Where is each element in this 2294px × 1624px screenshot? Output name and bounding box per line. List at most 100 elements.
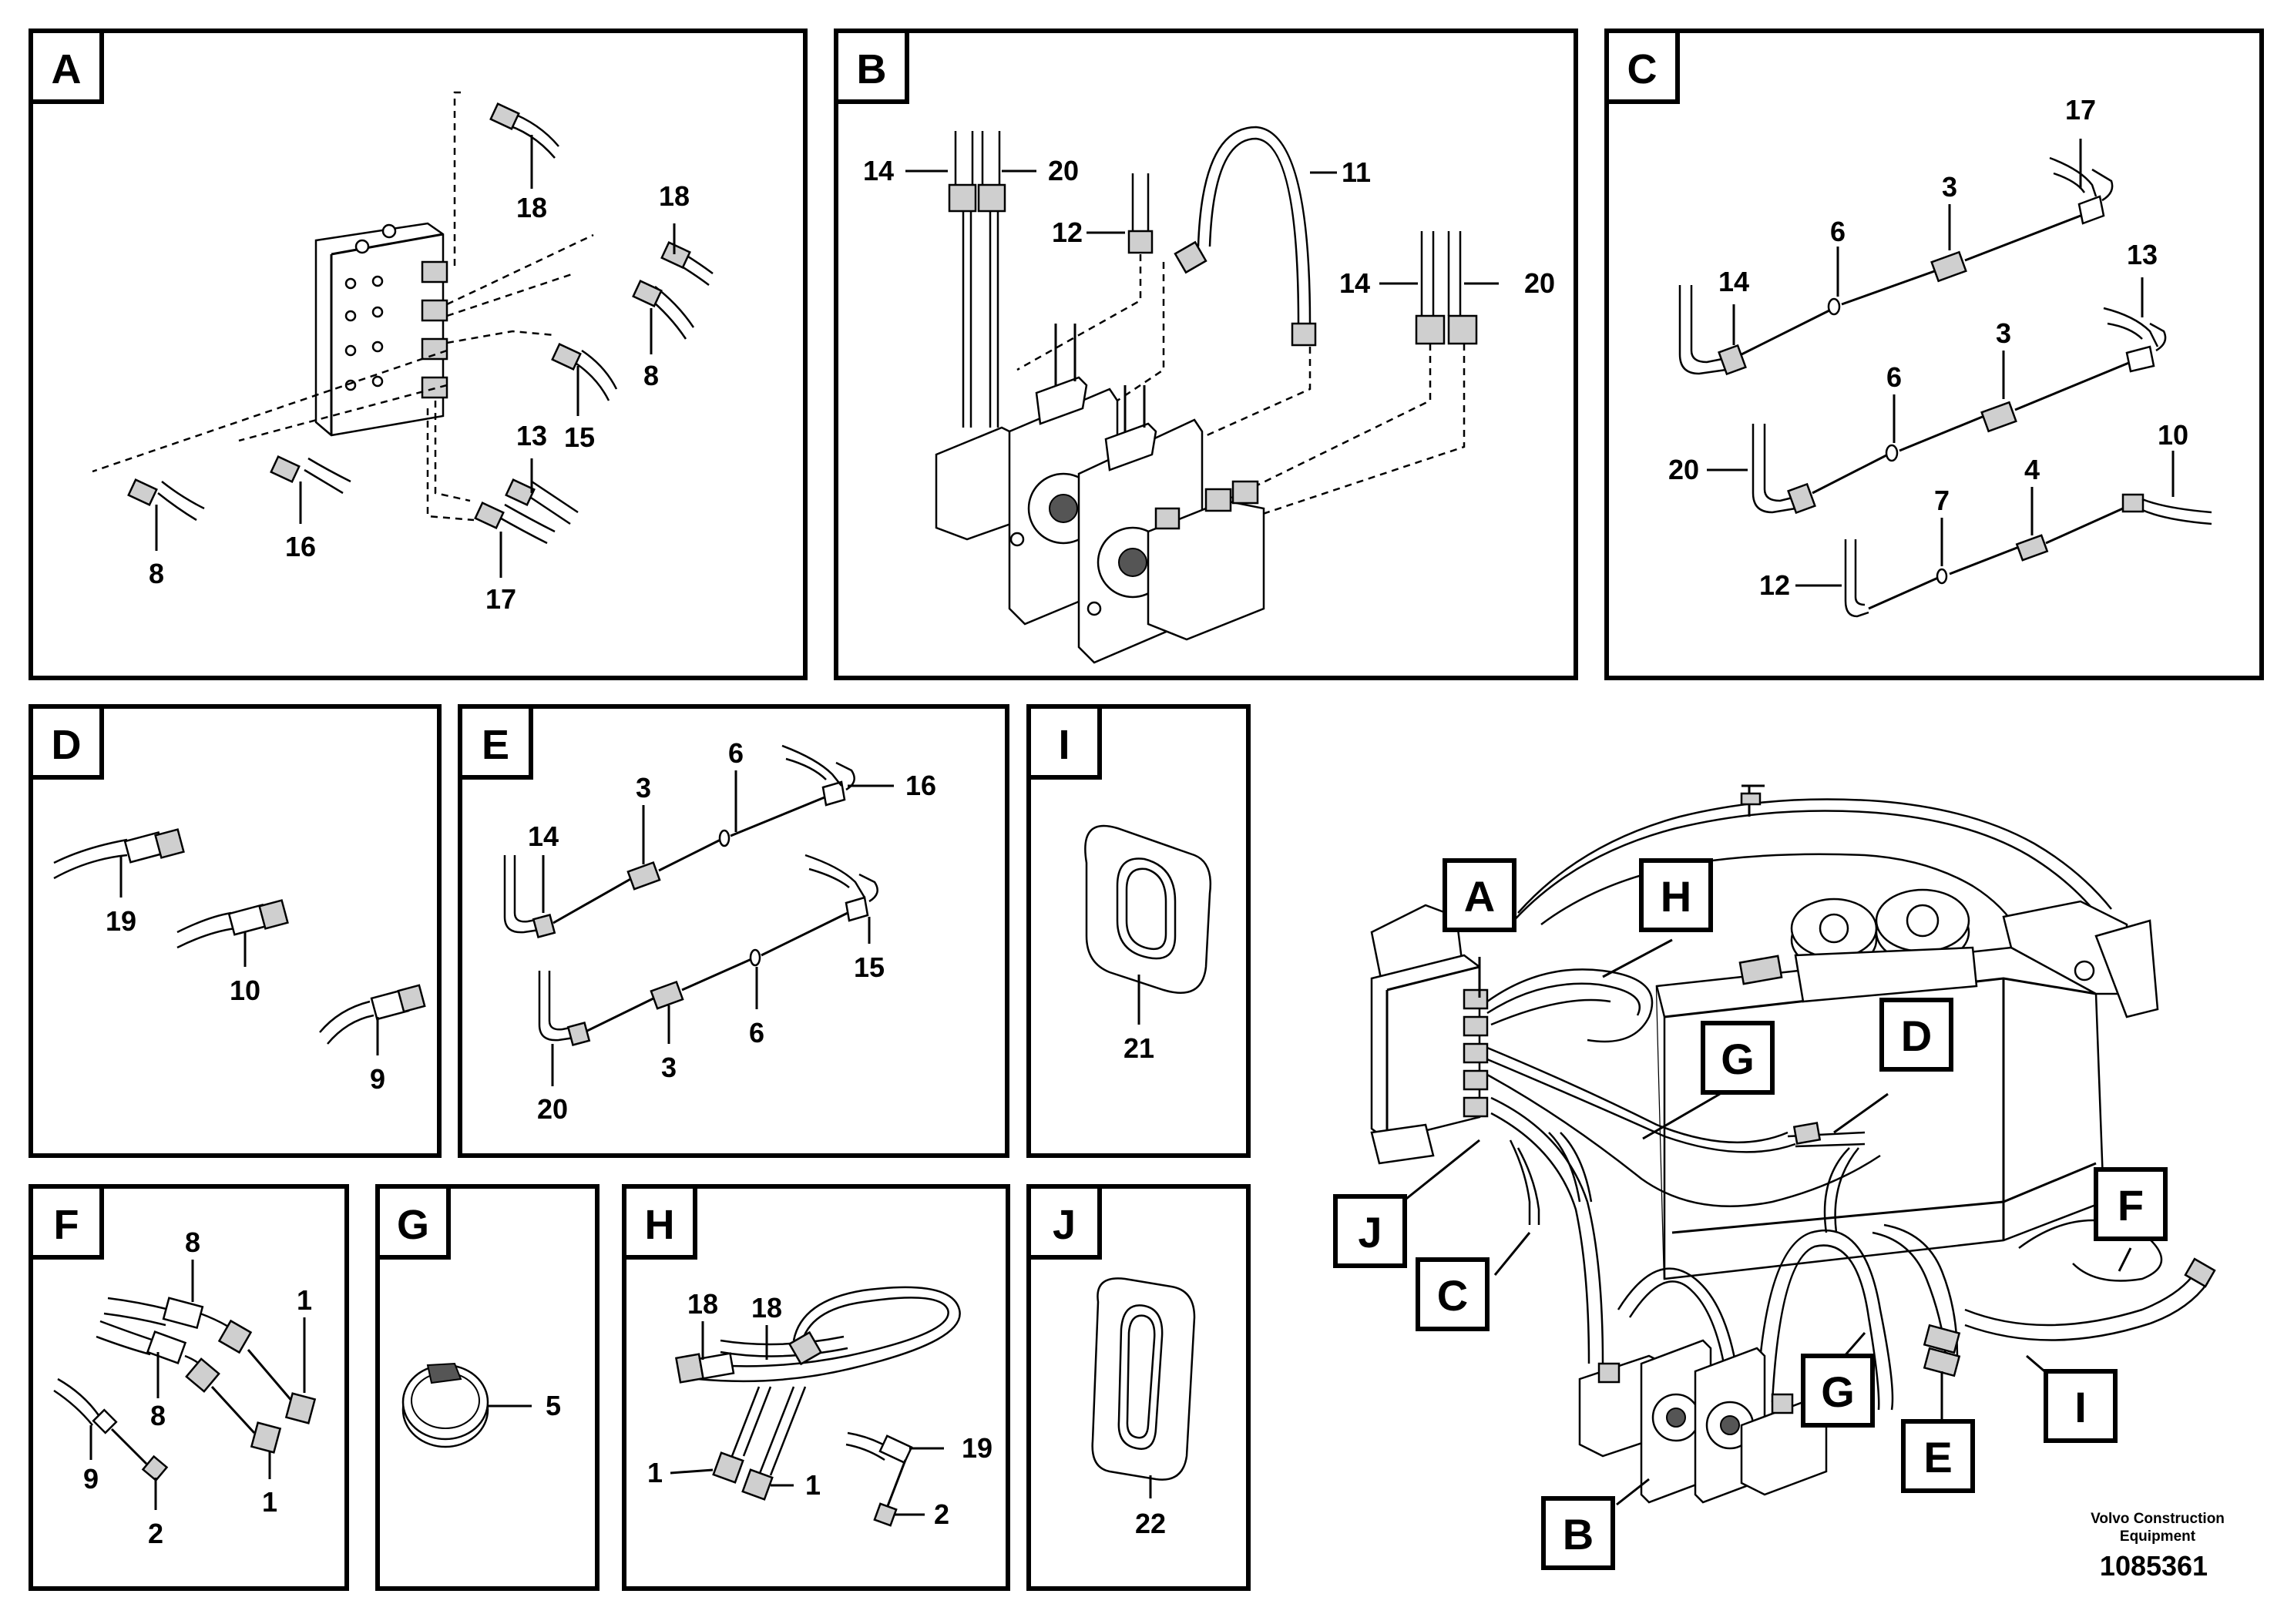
label-d-19: 19 (106, 905, 136, 937)
label-c-4: 4 (2024, 454, 2040, 485)
label-a-18-right: 18 (659, 180, 690, 212)
label-e-16: 16 (905, 770, 936, 801)
label-a-17: 17 (485, 583, 516, 615)
panel-j: J 22 (1026, 1184, 1251, 1591)
label-h-18-right: 18 (751, 1292, 782, 1324)
svg-text:E: E (1923, 1433, 1952, 1481)
callout-d: D (1879, 998, 1953, 1072)
panel-i-labels: 21 (1123, 975, 1154, 1064)
label-b-11: 11 (1342, 156, 1371, 188)
label-h-1-right: 1 (805, 1469, 821, 1501)
label-d-10: 10 (230, 975, 260, 1006)
svg-text:G: G (1721, 1035, 1755, 1083)
svg-text:D: D (52, 722, 82, 768)
svg-text:I: I (1058, 722, 1070, 768)
svg-text:B: B (1563, 1510, 1594, 1559)
label-e-3-bottom: 3 (661, 1052, 677, 1083)
label-a-18-top: 18 (516, 192, 547, 223)
label-f-1-top: 1 (297, 1284, 312, 1316)
panel-e-tag: E (458, 704, 533, 780)
grommet-22 (1091, 1277, 1196, 1481)
label-a-16: 16 (285, 531, 316, 562)
panel-j-labels: 22 (1135, 1475, 1166, 1539)
label-c-3-mid: 3 (1996, 317, 2011, 349)
callout-i: I (2044, 1369, 2118, 1443)
svg-text:G: G (1821, 1367, 1855, 1416)
callout-g-lower: G (1801, 1354, 1875, 1428)
label-a-15: 15 (564, 421, 595, 453)
panel-c-labels: 17 3 6 14 13 3 6 20 10 4 7 12 (1668, 94, 2188, 601)
svg-text:E: E (482, 722, 509, 768)
callout-b: B (1541, 1496, 1615, 1570)
panel-g-labels: 5 (488, 1390, 561, 1421)
callout-leaders (1402, 938, 2132, 1506)
hoses-d (53, 828, 426, 1045)
label-f-8-bottom: 8 (150, 1400, 166, 1431)
label-j-22: 22 (1135, 1508, 1166, 1539)
label-e-3-top: 3 (636, 772, 651, 804)
svg-text:I: I (2074, 1383, 2087, 1431)
panel-i: I 21 (1026, 704, 1251, 1158)
label-c-6-top: 6 (1830, 216, 1846, 247)
label-g-5: 5 (546, 1390, 561, 1421)
callout-f: F (2094, 1167, 2168, 1241)
grommet-21 (1084, 824, 1212, 994)
label-c-3-top: 3 (1942, 171, 1957, 203)
drawing-footer: Volvo Construction Equipment 1085361 (2091, 1511, 2225, 1582)
label-a-8-right: 8 (643, 360, 659, 391)
callout-j: J (1333, 1194, 1407, 1268)
svg-text:C: C (1627, 46, 1658, 92)
label-c-12: 12 (1759, 569, 1790, 601)
svg-text:J: J (1358, 1208, 1382, 1257)
label-h-1-left: 1 (647, 1457, 663, 1488)
label-e-20: 20 (537, 1093, 568, 1125)
panel-d: D 19 10 9 (29, 704, 442, 1158)
label-h-19: 19 (962, 1432, 992, 1464)
svg-text:H: H (645, 1202, 675, 1248)
panel-a-tag: A (29, 29, 104, 104)
label-e-6-top: 6 (728, 737, 744, 769)
panel-c: C (1604, 29, 2264, 680)
svg-text:A: A (52, 46, 82, 92)
svg-text:D: D (1901, 1012, 1932, 1060)
label-h-2: 2 (934, 1498, 949, 1530)
panel-a: A (29, 29, 808, 680)
panel-b-labels: 14 20 11 12 14 20 (863, 155, 1555, 299)
svg-text:C: C (1437, 1271, 1468, 1320)
label-c-6-mid: 6 (1886, 361, 1902, 393)
panel-i-tag: I (1026, 704, 1102, 780)
svg-text:B: B (857, 46, 887, 92)
callout-c: C (1416, 1257, 1490, 1331)
panel-f-tag: F (29, 1184, 104, 1260)
panel-a-labels: 18 18 8 15 13 17 16 8 (149, 135, 690, 615)
hose-assembly-h (675, 1286, 961, 1527)
panel-h: H 18 18 1 1 19 (622, 1184, 1010, 1591)
label-b-20-right: 20 (1524, 267, 1555, 299)
label-h-18-left: 18 (687, 1288, 718, 1320)
label-b-14-left: 14 (863, 155, 894, 186)
panel-f: F 8 1 8 9 (29, 1184, 349, 1591)
company-line-1: Volvo Construction (2091, 1511, 2225, 1527)
label-f-2: 2 (148, 1518, 163, 1549)
panel-d-labels: 19 10 9 (106, 855, 385, 1095)
callout-a: A (1443, 858, 1516, 932)
label-a-8-left: 8 (149, 558, 164, 589)
panel-b-tag: B (834, 29, 909, 104)
panel-h-labels: 18 18 1 1 19 2 (647, 1288, 992, 1530)
panel-g-tag: G (375, 1184, 451, 1260)
callout-g-upper: G (1701, 1021, 1775, 1095)
panel-b: B (834, 29, 1578, 680)
label-b-12: 12 (1052, 216, 1083, 248)
panel-f-labels: 8 1 8 9 1 2 (83, 1226, 312, 1549)
label-d-9: 9 (370, 1063, 385, 1095)
svg-text:H: H (1661, 872, 1691, 921)
label-b-14-right: 14 (1339, 267, 1370, 299)
label-c-13: 13 (2127, 239, 2158, 270)
label-f-8-top: 8 (185, 1226, 200, 1258)
svg-text:F: F (2118, 1181, 2144, 1230)
panel-e-labels: 14 3 6 16 15 6 3 20 (528, 737, 936, 1125)
label-c-7: 7 (1934, 485, 1950, 516)
label-e-6-bottom: 6 (749, 1017, 764, 1049)
panel-c-tag: C (1604, 29, 1680, 104)
